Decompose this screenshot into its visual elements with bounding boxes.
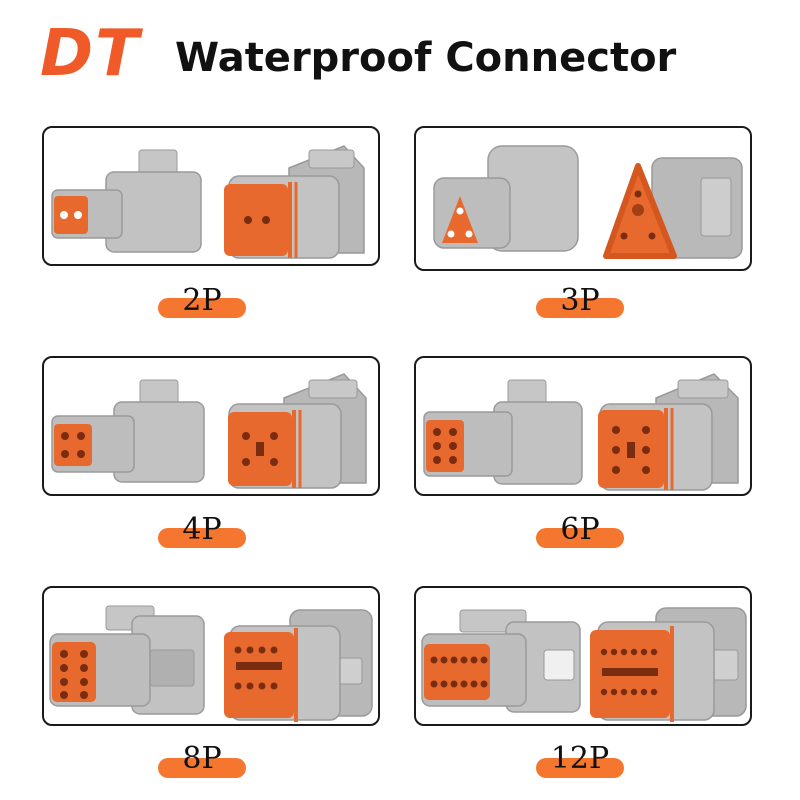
connector-image-6p xyxy=(423,373,739,491)
connector-panel-6p xyxy=(414,356,752,496)
variant-pill-2p xyxy=(158,298,246,318)
connector-panel-3p xyxy=(414,126,752,271)
variant-pill-4p xyxy=(158,528,246,548)
title-prefix: DT xyxy=(40,17,141,91)
connector-panel-8p xyxy=(42,586,380,726)
connector-panel-12p xyxy=(414,586,752,726)
connector-image-4p xyxy=(51,373,367,489)
variant-pill-8p xyxy=(158,758,246,778)
title-text: Waterproof Connector xyxy=(175,35,677,81)
connector-image-3p xyxy=(433,145,743,259)
variant-label-12p: 12P xyxy=(550,741,610,776)
connector-image-2p xyxy=(51,145,365,259)
connector-image-12p xyxy=(421,607,747,722)
variant-label-4p: 4P xyxy=(182,512,222,547)
connector-panel-4p xyxy=(42,356,380,496)
variant-label-2p: 2P xyxy=(182,283,222,318)
connector-panel-2p xyxy=(42,126,380,266)
variant-pill-6p xyxy=(536,528,624,548)
variant-label-6p: 6P xyxy=(560,512,600,547)
variant-pill-12p xyxy=(536,758,624,778)
variant-label-3p: 3P xyxy=(560,283,600,318)
variant-label-8p: 8P xyxy=(182,741,222,776)
variant-pill-3p xyxy=(536,298,624,318)
connector-image-8p xyxy=(49,605,373,722)
